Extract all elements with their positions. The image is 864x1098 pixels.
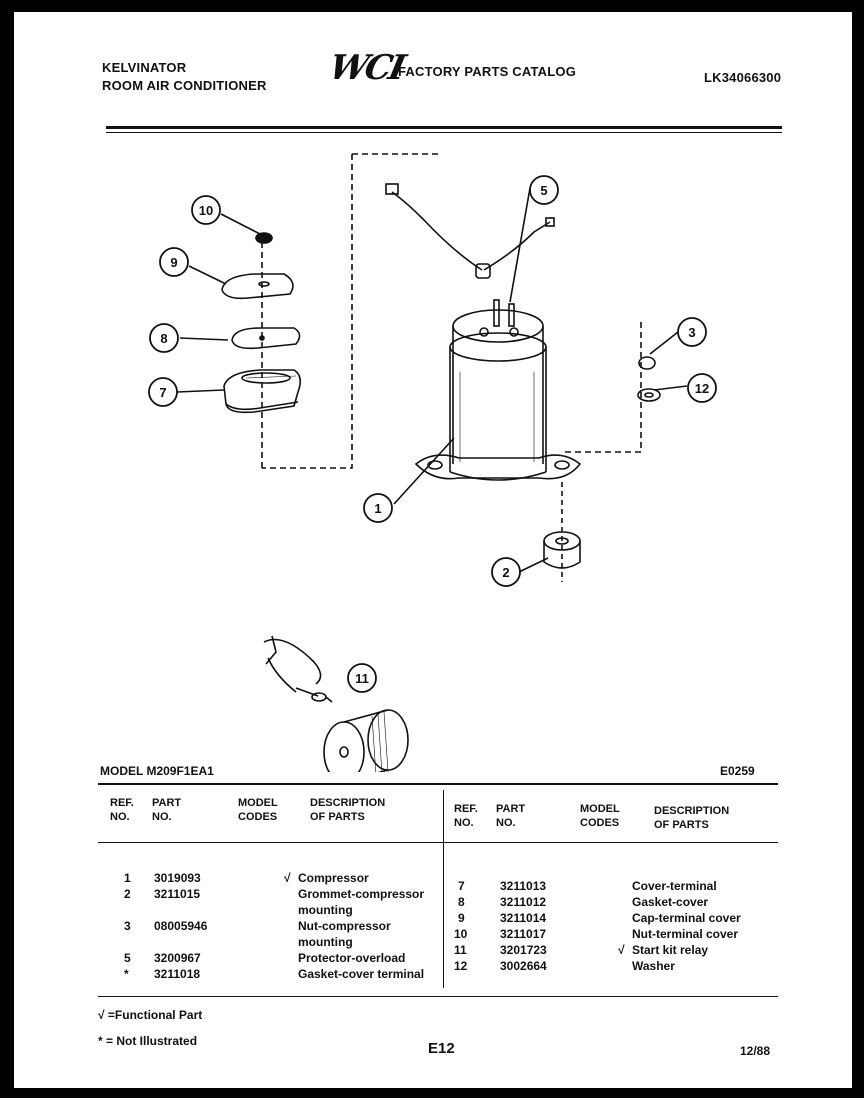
header-rule-top: [106, 126, 782, 129]
callout-8: 8: [160, 331, 167, 346]
exploded-diagram: 1 2 3 5 7 8 9 10 11 12: [148, 153, 717, 772]
model-number: MODEL M209F1EA1: [100, 764, 214, 778]
legend-not-illustrated: * = Not Illustrated: [98, 1034, 198, 1048]
table-header-rule-left: [98, 842, 443, 843]
header-model-left: MODEL CODES: [238, 797, 278, 823]
callout-7: 7: [159, 385, 166, 400]
header-part-right: PART NO.: [496, 803, 526, 829]
brand-line-1: KELVINATOR: [102, 60, 187, 75]
callout-11: 11: [355, 671, 369, 686]
parts-table: REF. NO. PART NO. MODEL CODES DESCRIPTIO…: [98, 790, 778, 1002]
header-ref-right: REF. NO.: [454, 803, 478, 829]
brand-line-2: ROOM AIR CONDITIONER: [102, 78, 267, 93]
table-header-rule-right: [444, 842, 778, 843]
catalog-date: 12/88: [740, 1044, 771, 1058]
header-part-left: PART NO.: [152, 797, 182, 823]
table-bottom-rule: [98, 996, 778, 997]
header-desc-right: DESCRIPTION OF PARTS: [654, 805, 730, 831]
callout-10: 10: [199, 203, 213, 218]
callout-12: 12: [695, 381, 709, 396]
callout-1: 1: [374, 501, 381, 516]
wci-logo: WCI: [325, 48, 407, 88]
catalog-title: FACTORY PARTS CATALOG: [398, 64, 577, 79]
catalog-number: LK34066300: [704, 70, 782, 85]
header-model-right: MODEL CODES: [580, 803, 620, 829]
page-number: E12: [428, 1040, 455, 1057]
table-column-divider: [443, 790, 444, 988]
callout-9: 9: [170, 255, 177, 270]
catalog-page: KELVINATOR ROOM AIR CONDITIONER WCI FACT…: [14, 12, 852, 1088]
legend-functional-part: √ =Functional Part: [98, 1008, 203, 1022]
header-ref-left: REF. NO.: [110, 797, 134, 823]
header-desc-left: DESCRIPTION OF PARTS: [310, 797, 386, 823]
diagram-code: E0259: [720, 764, 755, 778]
callout-3: 3: [688, 325, 695, 340]
model-rule: [98, 783, 778, 785]
callout-2: 2: [502, 565, 509, 580]
header-rule-bottom: [106, 132, 782, 133]
callout-5: 5: [540, 183, 547, 198]
